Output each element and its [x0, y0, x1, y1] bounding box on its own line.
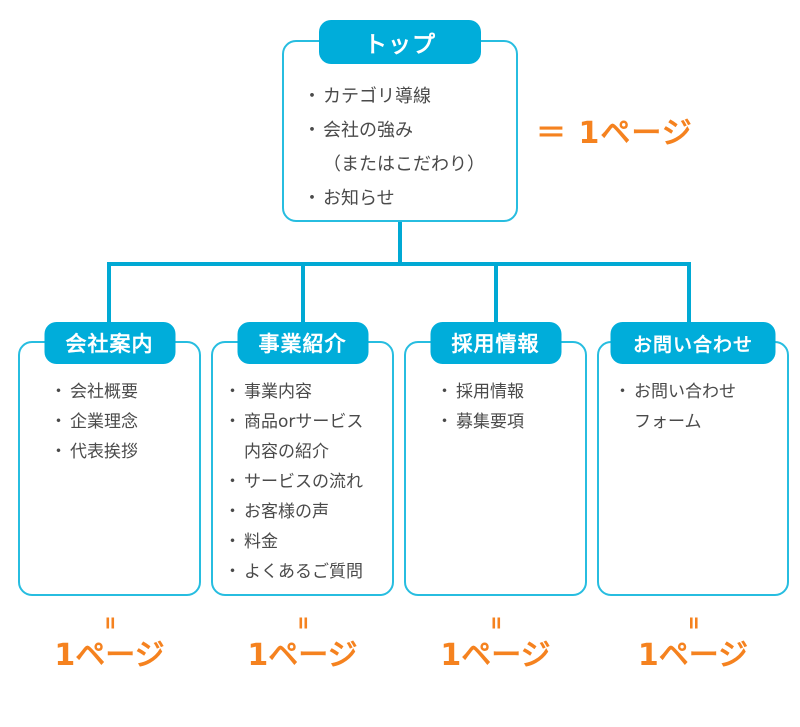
list-item: 企業理念	[50, 407, 199, 437]
equals-glyph: =	[97, 615, 123, 631]
list-item: 代表挨拶	[50, 437, 199, 467]
list-item: 採用情報	[436, 377, 585, 407]
caption-business-intro: = 1ページ	[211, 612, 394, 674]
one-page-label: 1ページ	[247, 638, 358, 673]
node-company-info[interactable]: 会社案内 会社概要 企業理念 代表挨拶	[18, 322, 201, 596]
node-contact-badge: お問い合わせ	[610, 322, 776, 364]
top-equals-one-page-label: ＝ 1ページ	[536, 116, 693, 151]
node-company-info-badge: 会社案内	[44, 322, 175, 364]
list-item: 募集要項	[436, 407, 585, 437]
list-item: お問い合わせ	[614, 377, 787, 407]
connector-drop-3	[687, 262, 691, 342]
connector-drop-1	[301, 262, 305, 342]
node-recruit-info-item-list: 採用情報 募集要項	[436, 377, 585, 437]
node-contact[interactable]: お問い合わせ お問い合わせ フォーム	[597, 322, 789, 596]
list-item: サービスの流れ	[224, 467, 392, 497]
caption-contact: = 1ページ	[597, 612, 789, 674]
caption-recruit-info: = 1ページ	[404, 612, 587, 674]
connector-horizontal-bus	[107, 262, 691, 266]
one-page-label: 1ページ	[440, 638, 551, 673]
connector-drop-0	[107, 262, 111, 342]
list-item: 事業内容	[224, 377, 392, 407]
node-business-intro-item-list: 事業内容 商品orサービス 内容の紹介 サービスの流れ お客様の声 料金 よくあ…	[224, 377, 392, 587]
list-item-continuation: 内容の紹介	[244, 442, 329, 462]
connector-top-stem	[398, 222, 402, 264]
list-item: 会社概要	[50, 377, 199, 407]
list-item-continuation: フォーム	[634, 412, 702, 432]
one-page-label: 1ページ	[54, 638, 165, 673]
equals-glyph: =	[681, 615, 706, 631]
node-company-info-item-list: 会社概要 企業理念 代表挨拶	[50, 377, 199, 467]
node-top-item-list: カテゴリ導線 会社の強み （またはこだわり） お知らせ	[303, 80, 516, 216]
node-top-badge: トップ	[319, 20, 481, 64]
node-business-intro-badge: 事業紹介	[237, 322, 368, 364]
equals-glyph: =	[483, 615, 509, 631]
one-page-label: 1ページ	[637, 638, 749, 673]
node-recruit-info[interactable]: 採用情報 採用情報 募集要項	[404, 322, 587, 596]
equals-glyph: =	[290, 615, 316, 631]
list-item: よくあるご質問	[224, 557, 392, 587]
node-top[interactable]: トップ カテゴリ導線 会社の強み （またはこだわり） お知らせ	[282, 20, 518, 222]
list-item: 商品orサービス	[224, 407, 392, 437]
list-item: 会社の強み	[303, 114, 516, 148]
node-recruit-info-badge: 採用情報	[430, 322, 561, 364]
node-business-intro[interactable]: 事業紹介 事業内容 商品orサービス 内容の紹介 サービスの流れ お客様の声 料…	[211, 322, 394, 596]
list-item: お知らせ	[303, 182, 516, 216]
list-item: カテゴリ導線	[303, 80, 516, 114]
caption-company-info: = 1ページ	[18, 612, 201, 674]
node-contact-item-list: お問い合わせ フォーム	[614, 377, 787, 437]
list-item: 料金	[224, 527, 392, 557]
list-item: お客様の声	[224, 497, 392, 527]
list-item-continuation: （またはこだわり）	[323, 154, 485, 175]
connector-drop-2	[494, 262, 498, 342]
